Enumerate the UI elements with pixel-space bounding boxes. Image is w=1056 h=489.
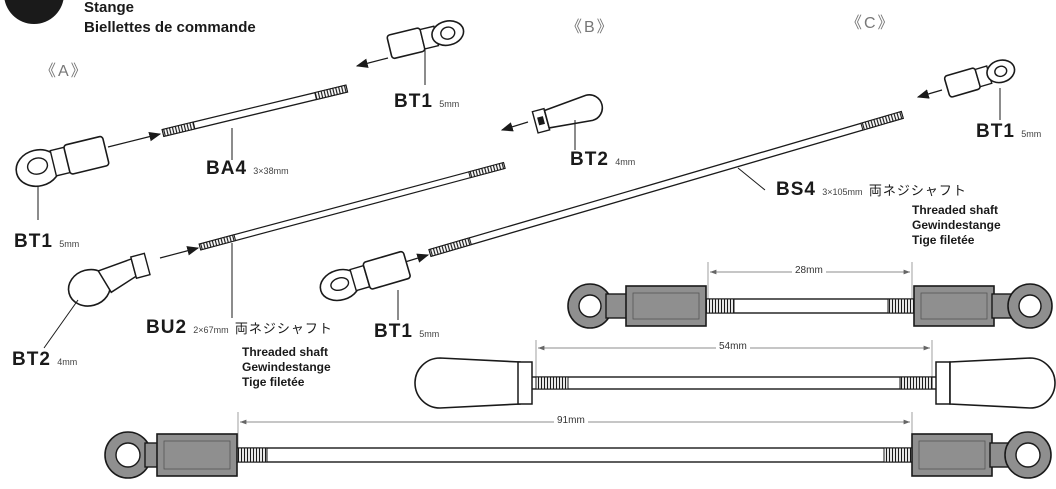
description-fr: Tige filetée [912,233,975,247]
description-de: Gewindestange [242,360,331,374]
part-size: 5mm [439,99,460,109]
part-size: 4mm [57,357,78,367]
description-bs4: Threaded shaft Gewindestange Tige fileté… [912,203,1001,248]
dimension-label-b: 54mm [716,342,750,352]
part-size: 4mm [615,157,636,167]
rod-b-exploded [43,94,604,349]
part-label-bs4: BS4 3×105mm 両ネジシャフト [776,180,967,199]
dimension-label-a: 28mm [792,266,826,276]
header-line-2: Biellettes de commande [84,19,256,36]
section-label-a: 《A》 [40,63,89,80]
description-en: Threaded shaft [242,345,329,359]
rod-b-assembled [414,340,1056,409]
part-label-bt2-b-bottom: BT2 4mm [12,350,77,369]
part-jp-name: 両ネジシャフト [234,321,333,336]
section-label-b: 《B》 [566,19,615,36]
part-code: BA4 [206,158,248,179]
part-code: BS4 [776,179,816,200]
dimension-label-c: 91mm [554,416,588,426]
part-code: BT1 [374,321,413,342]
part-code: BT2 [570,149,609,170]
part-label-ba4: BA4 3×38mm [206,159,289,178]
rod-c-exploded [319,59,1016,320]
part-size: 5mm [59,239,80,249]
part-code: BT2 [12,349,51,370]
description-bu2: Threaded shaft Gewindestange Tige fileté… [242,345,331,390]
rod-a-exploded [15,20,465,220]
section-label-c: 《C》 [846,15,896,32]
part-label-bt1-c-bottom: BT1 5mm [374,322,439,341]
part-jp-name: 両ネジシャフト [868,183,967,198]
description-de: Gewindestange [912,218,1001,232]
step-badge-icon [4,0,64,24]
part-label-bu2: BU2 2×67mm 両ネジシャフト [146,318,333,337]
part-label-bt1-a-bottom: BT1 5mm [14,232,79,251]
part-size: 3×105mm [822,187,863,197]
part-size: 5mm [419,329,440,339]
part-label-bt2-b-top: BT2 4mm [570,150,635,169]
description-fr: Tige filetée [242,375,305,389]
part-size: 3×38mm [253,166,289,176]
part-label-bt1-a-top: BT1 5mm [394,92,459,111]
header-line-1: Stange [84,0,135,16]
part-code: BU2 [146,317,188,338]
description-en: Threaded shaft [912,203,999,217]
rod-c-assembled [104,412,1052,479]
part-code: BT1 [14,231,53,252]
rod-a-assembled [567,262,1053,329]
part-code: BT1 [976,121,1015,142]
part-label-bt1-c-top: BT1 5mm [976,122,1041,141]
part-size: 5mm [1021,129,1042,139]
part-size: 2×67mm [193,325,229,335]
part-code: BT1 [394,91,433,112]
